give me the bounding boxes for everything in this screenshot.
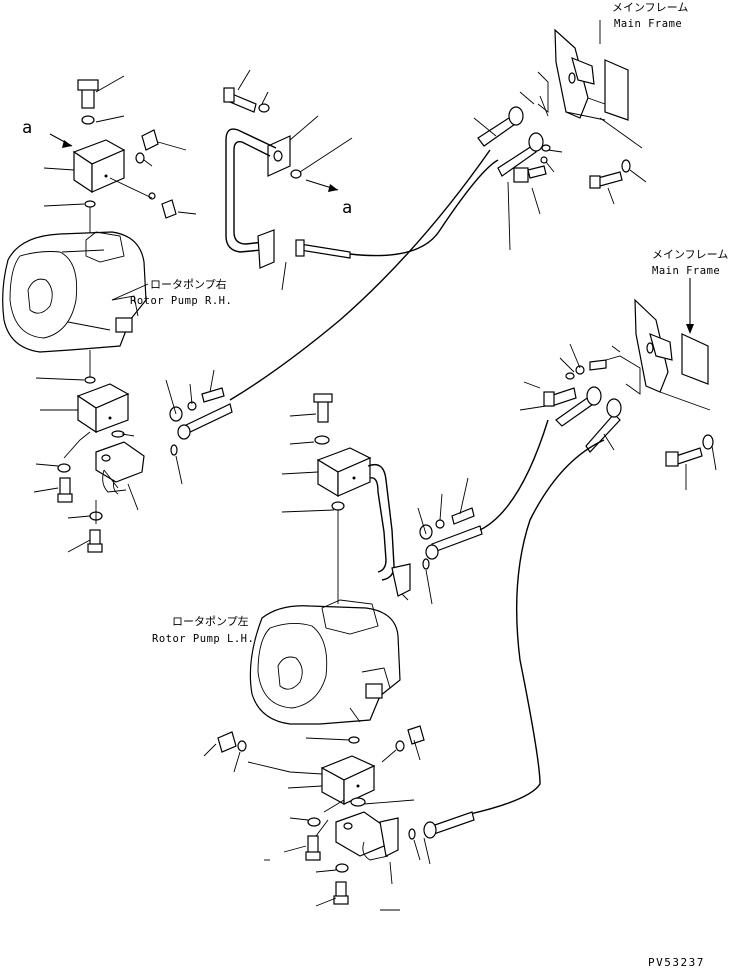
ref-a-pipe-label: a <box>342 198 352 218</box>
main-frame-mid-en-label: Main Frame <box>652 265 720 277</box>
valve-block-rh-bottom <box>76 383 145 495</box>
pump-lh-jp-label: ロータポンプ左 <box>172 615 249 628</box>
pump-lh-en-label: Rotor Pump L.H. <box>152 633 254 645</box>
hose-lh-to-frame <box>479 419 549 531</box>
hose-upper-short <box>295 159 499 259</box>
main-frame-top-en-label: Main Frame <box>614 18 682 30</box>
pump-rh-en-label: Rotor Pump R.H. <box>130 295 232 307</box>
valve-block-rh-top <box>72 129 177 219</box>
main-frame-bracket-mid <box>605 298 711 411</box>
hose-fitting-lh <box>419 507 483 560</box>
pipe-assembly-top <box>223 87 302 269</box>
valve-block-lh-top <box>316 447 430 597</box>
hose-upper-long <box>229 149 491 401</box>
hose-fittings-mid <box>543 359 622 453</box>
ref-a-left-label: a <box>22 118 32 138</box>
bolt-lh-top <box>313 393 333 445</box>
main-frame-top-jp-label: メインフレーム <box>612 1 688 14</box>
bolts-lh-bottom <box>305 817 349 905</box>
hose-fittings-top <box>477 106 551 183</box>
main-frame-bracket-top <box>519 28 629 121</box>
bolt-top-left <box>77 79 99 125</box>
bolts-rh-bottom <box>57 463 103 553</box>
pump-rh-jp-label: ロータポンプ右 <box>150 277 227 291</box>
hose-fitting-lower <box>423 811 475 839</box>
main-frame-mid-jp-label: メインフレーム <box>652 248 728 261</box>
plugs-lh-bottom <box>217 725 425 753</box>
bolt-top-frame <box>589 159 631 189</box>
valve-block-lh-bottom <box>320 755 416 861</box>
hose-long-lower <box>469 439 605 815</box>
drawing-code: PV53237 <box>648 956 705 969</box>
rotor-pump-lh <box>249 599 401 725</box>
rotor-pump-rh <box>2 231 147 353</box>
bolt-mid-frame <box>665 434 714 467</box>
hose-fitting-rh <box>169 387 233 456</box>
